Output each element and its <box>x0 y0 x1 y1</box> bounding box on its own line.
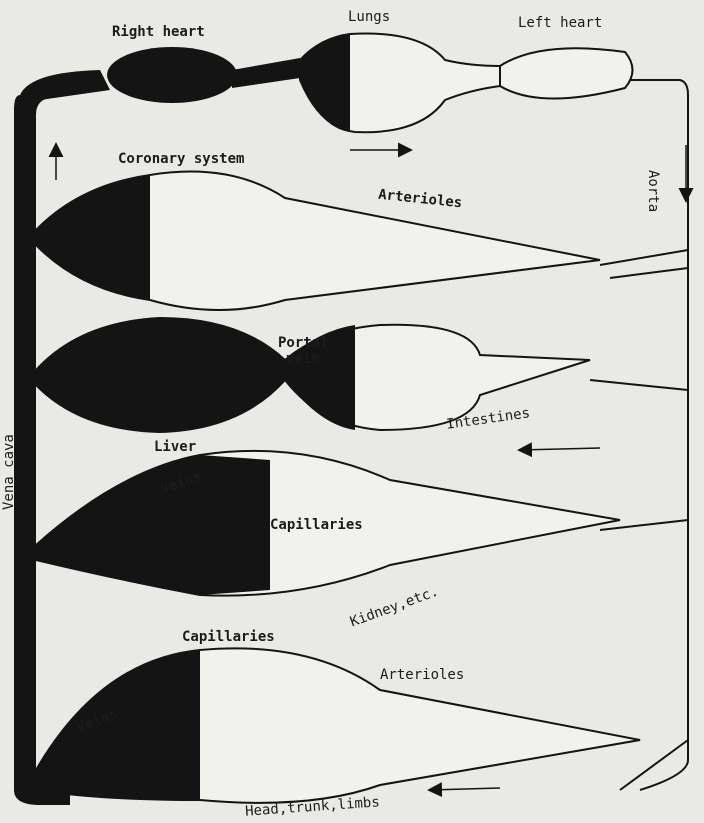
label-portal-1: Portal <box>278 336 329 350</box>
label-liver: Liver <box>154 440 196 454</box>
arrow-bottom <box>430 788 500 790</box>
vena-cava-trunk <box>14 95 70 805</box>
vena-cava-top <box>20 70 110 100</box>
label-vena-cava: Vena cava <box>2 434 16 510</box>
arrow-intestines <box>520 448 600 450</box>
label-lungs: Lungs <box>348 10 390 24</box>
label-aorta: Aorta <box>646 170 660 212</box>
label-capillaries-bottom: Capillaries <box>182 630 275 644</box>
label-capillaries-mid: Capillaries <box>270 518 363 532</box>
label-arterioles-bottom: Arterioles <box>380 668 464 682</box>
label-coronary-system: Coronary system <box>118 152 244 166</box>
label-right-heart: Right heart <box>112 25 205 39</box>
label-left-heart: Left heart <box>518 16 602 30</box>
label-portal-2: vein <box>286 352 320 366</box>
coronary-bed <box>36 172 600 310</box>
lungs-dark-half <box>300 34 350 132</box>
left-heart-shape <box>500 48 633 98</box>
head-trunk-bed <box>36 648 640 803</box>
right-heart-outflow <box>232 58 300 88</box>
right-heart-shape <box>107 47 237 103</box>
